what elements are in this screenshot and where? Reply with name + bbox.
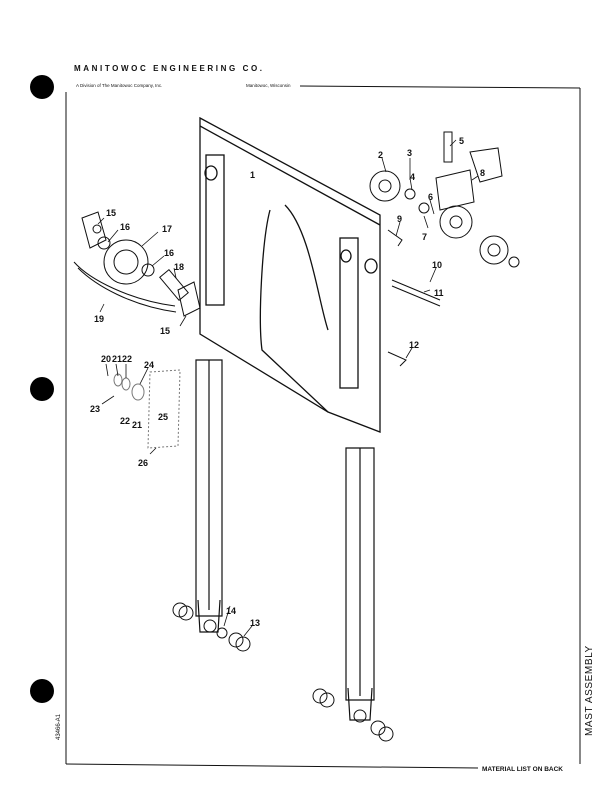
location-text: Manitowoc, Wisconsin: [246, 83, 291, 88]
material-list-note: MATERIAL LIST ON BACK: [482, 766, 564, 773]
section-title: MAST ASSEMBLY: [584, 645, 595, 736]
callout-4: 4: [410, 172, 415, 182]
callout-12: 12: [409, 340, 419, 350]
left-sheave-assembly: [73, 211, 201, 317]
callout-15-upper: 15: [106, 208, 116, 218]
callout-8: 8: [480, 168, 485, 178]
callout-17: 17: [162, 224, 172, 234]
border-bottom: [65, 763, 479, 769]
callout-16-upper: 16: [120, 222, 130, 232]
callout-23: 23: [90, 404, 100, 414]
callout-14: 14: [226, 606, 236, 616]
callout-7: 7: [422, 232, 427, 242]
company-name: MANITOWOC ENGINEERING CO.: [74, 64, 265, 73]
callout-10: 10: [432, 260, 442, 270]
callout-15-lower: 15: [160, 326, 170, 336]
callout-21-lower: 21: [132, 420, 142, 430]
callout-16-lower: 16: [164, 248, 174, 258]
roller-set-left-leg: [172, 602, 251, 652]
callout-19: 19: [94, 314, 104, 324]
callout-22-upper: 22: [122, 354, 132, 364]
callout-9: 9: [397, 214, 402, 224]
callout-25: 25: [158, 412, 168, 422]
callout-26: 26: [138, 458, 148, 468]
binder-hole-bottom: [30, 679, 54, 703]
right-sheave-assembly: [369, 131, 520, 367]
mast-leg-right: [345, 447, 375, 721]
mast-leg-left: [195, 359, 223, 633]
callout-20: 20: [101, 354, 111, 364]
document-number: 43466-A1: [56, 713, 62, 740]
callout-22-lower: 22: [120, 416, 130, 426]
mast-frame: [199, 116, 381, 433]
callout-18: 18: [174, 262, 184, 272]
callout-3: 3: [407, 148, 412, 158]
callout-24: 24: [144, 360, 154, 370]
small-parts-group: [113, 369, 181, 449]
binder-hole-middle: [30, 377, 54, 401]
callout-1: 1: [250, 170, 255, 180]
binder-hole-top: [30, 75, 54, 99]
callout-11: 11: [434, 288, 444, 298]
division-text: A Division of The Manitowoc Company, Inc…: [76, 83, 163, 88]
leader-lines: [97, 139, 479, 637]
roller-set-right-leg: [312, 688, 394, 742]
callout-5: 5: [459, 136, 464, 146]
callout-13: 13: [250, 618, 260, 628]
callout-2: 2: [378, 150, 383, 160]
border-top: [299, 85, 581, 89]
callout-6: 6: [428, 192, 433, 202]
callout-labels: 1 2 3 4 5 6 7 8 9 10 11 12 13 14 15 15 1…: [90, 136, 485, 628]
callout-21-upper: 21: [112, 354, 122, 364]
